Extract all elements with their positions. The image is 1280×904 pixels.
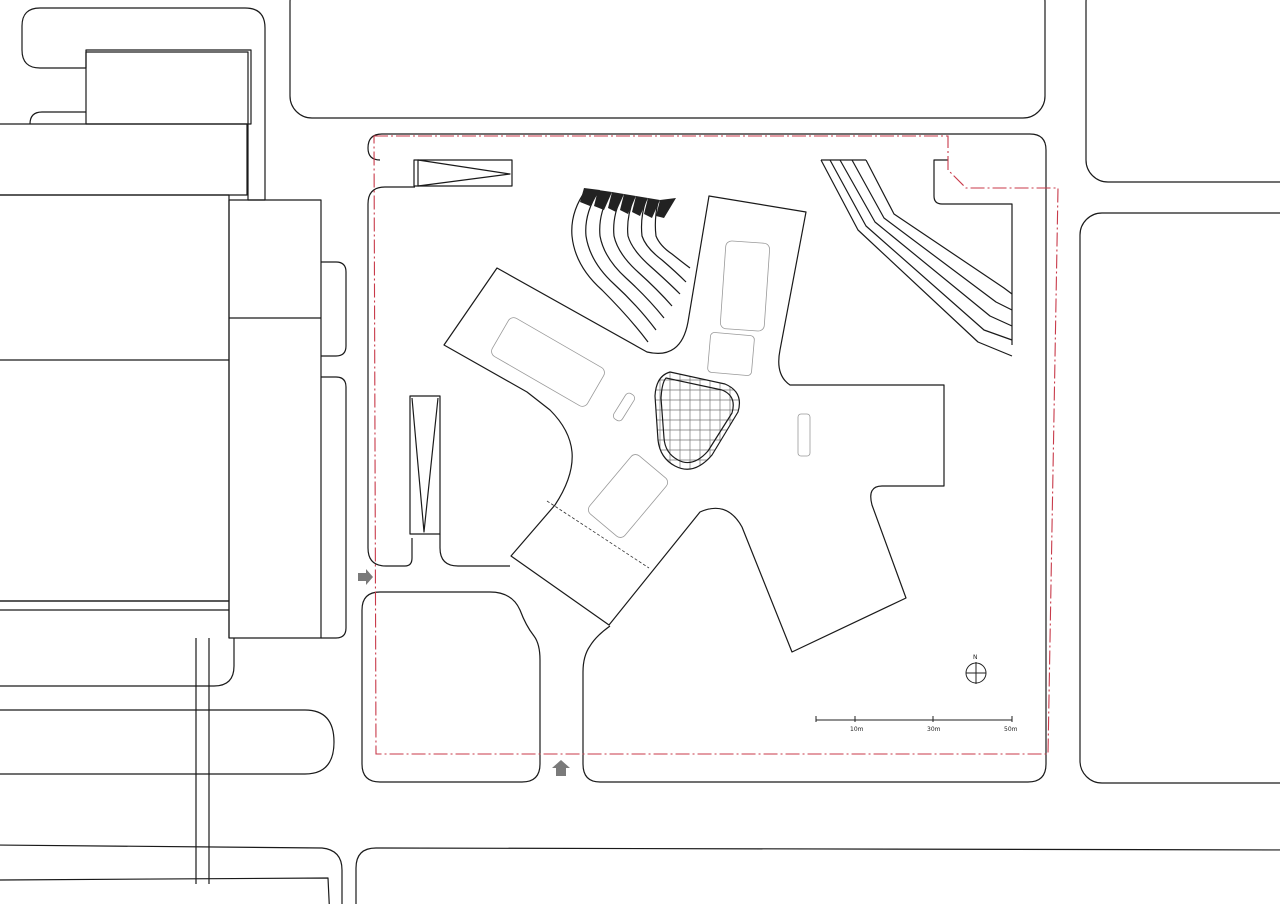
block-right [1079,212,1280,784]
building-east-wing [228,199,322,639]
lot-main-outline [367,186,415,567]
building-base [0,600,230,638]
annex-upper [321,261,347,357]
annex-lower [321,376,347,639]
site-lots [361,133,1047,783]
block-bottom [355,847,1280,904]
road-strip-2 [0,709,335,775]
north-east-ramps [820,159,1013,357]
west-entry-arrow [358,569,373,585]
room-west [491,317,605,407]
block-bottom-left [0,877,330,904]
south-entry-arrow [552,760,570,776]
scale-label-10m: 10m [850,726,864,733]
left-building [0,49,347,884]
east-notch [933,159,1013,345]
central-atrium [654,371,741,470]
west-ramp-taper [411,397,439,533]
north-label: N [973,654,978,661]
building-top-wing [85,49,252,125]
block-bottom-left-2 [0,844,343,904]
west-ramp [409,395,441,535]
terrace-dark-steps [580,188,676,218]
scale-bar: 10m 30m 50m [815,716,1018,733]
building-small-ledge [29,111,86,125]
road-strip-1 [0,638,235,687]
north-arrow: N [965,654,987,684]
lot-south-east [582,168,1047,783]
west-path [439,534,510,567]
building-upper-block [0,123,248,196]
dropoff-slot-ramp [417,159,511,187]
block-top-center [289,0,1046,119]
scale-label-30m: 30m [927,726,941,733]
scale-label-50m: 50m [1004,726,1018,733]
lot-south-west [361,591,541,783]
room-east [797,413,811,457]
dropoff-slot [413,159,513,187]
block-top-left [21,7,266,201]
room-north [719,240,771,332]
main-building-outline [443,195,945,653]
site-boundary [373,135,1059,755]
lot-north-edge [367,133,1047,168]
north-terraces [571,188,691,343]
block-top-right [1085,0,1280,183]
main-building [443,195,945,653]
room-west-small [612,392,636,422]
wing-dashed-line [546,500,650,569]
building-main-block [0,194,230,602]
room-south [588,454,668,538]
room-north-small [707,332,755,376]
